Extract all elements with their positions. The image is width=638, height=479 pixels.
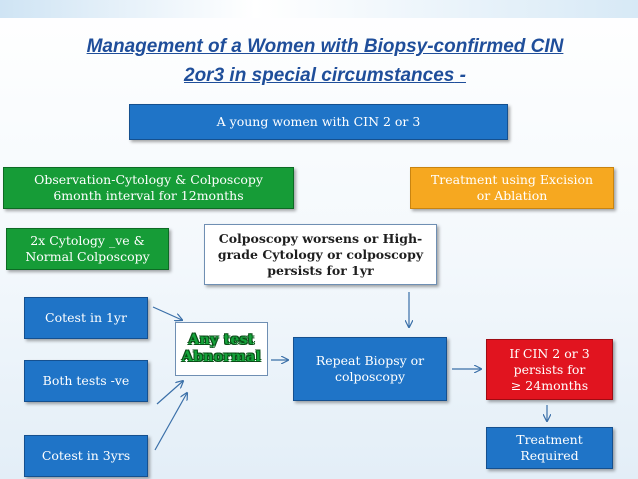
observation-line-1: Observation-Cytology & Colposcopy [34, 172, 263, 187]
cotest-1yr-text: Cotest in 1yr [45, 310, 127, 325]
arrow-cotest1yr-to-anytest [152, 306, 182, 320]
worsens-line-3: persists for 1yr [267, 262, 374, 278]
both-tests-negative-text: Both tests -ve [42, 373, 130, 388]
repeat-line-2: colposcopy [334, 369, 406, 384]
repeat-biopsy-box: Repeat Biopsy or colposcopy [293, 337, 447, 401]
required-line-2: Required [520, 448, 579, 463]
treatment-line-1: Treatment using Excision [430, 172, 594, 187]
required-line-1: Treatment [516, 432, 583, 447]
any-test-line-2: Abnormal [181, 349, 262, 365]
normal-line-1: 2x Cytology _ve & [30, 233, 145, 248]
cotest-3yrs-box: Cotest in 3yrs [24, 435, 148, 477]
worsens-line-2: grade Cytology or colposcopy [217, 246, 424, 262]
title-line-1: Management of a Women with Biopsy-confir… [86, 36, 564, 57]
title-line-2: 2or3 in special circumstances [184, 65, 455, 86]
any-test-line-1: Any test [188, 332, 255, 348]
normal-line-2: Normal Colposcopy [25, 249, 150, 264]
treatment-excision-box: Treatment using Excision or Ablation [410, 167, 614, 209]
top-decorative-band [0, 0, 638, 18]
both-tests-negative-box: Both tests -ve [24, 360, 148, 402]
persists-line-2: persists for [513, 361, 586, 377]
cin-persists-box: If CIN 2 or 3 persists for ≥ 24months [486, 339, 613, 400]
arrow-bothneg-to-anytest [156, 381, 183, 405]
persists-line-3: ≥ 24months [510, 377, 589, 393]
observation-box: Observation-Cytology & Colposcopy 6month… [3, 167, 294, 209]
any-test-abnormal-box: Any test Abnormal [175, 322, 268, 376]
title-suffix: - [454, 65, 466, 86]
worsens-line-1: Colposcopy worsens or High- [218, 230, 423, 246]
repeat-line-1: Repeat Biopsy or [315, 353, 425, 368]
cotest-1yr-box: Cotest in 1yr [24, 297, 148, 339]
colposcopy-worsens-box: Colposcopy worsens or High- grade Cytolo… [204, 224, 437, 285]
normal-colposcopy-box: 2x Cytology _ve & Normal Colposcopy [6, 228, 169, 270]
page-title: Management of a Women with Biopsy-confir… [30, 32, 620, 90]
arrow-cotest3yrs-to-anytest [154, 393, 187, 451]
young-women-text: A young women with CIN 2 or 3 [216, 114, 421, 129]
young-women-box: A young women with CIN 2 or 3 [129, 104, 508, 140]
treatment-required-box: Treatment Required [486, 427, 613, 469]
treatment-line-2: or Ablation [476, 188, 548, 203]
cotest-3yrs-text: Cotest in 3yrs [41, 448, 131, 463]
observation-line-2: 6month interval for 12months [53, 188, 244, 203]
persists-line-1: If CIN 2 or 3 [509, 345, 590, 361]
